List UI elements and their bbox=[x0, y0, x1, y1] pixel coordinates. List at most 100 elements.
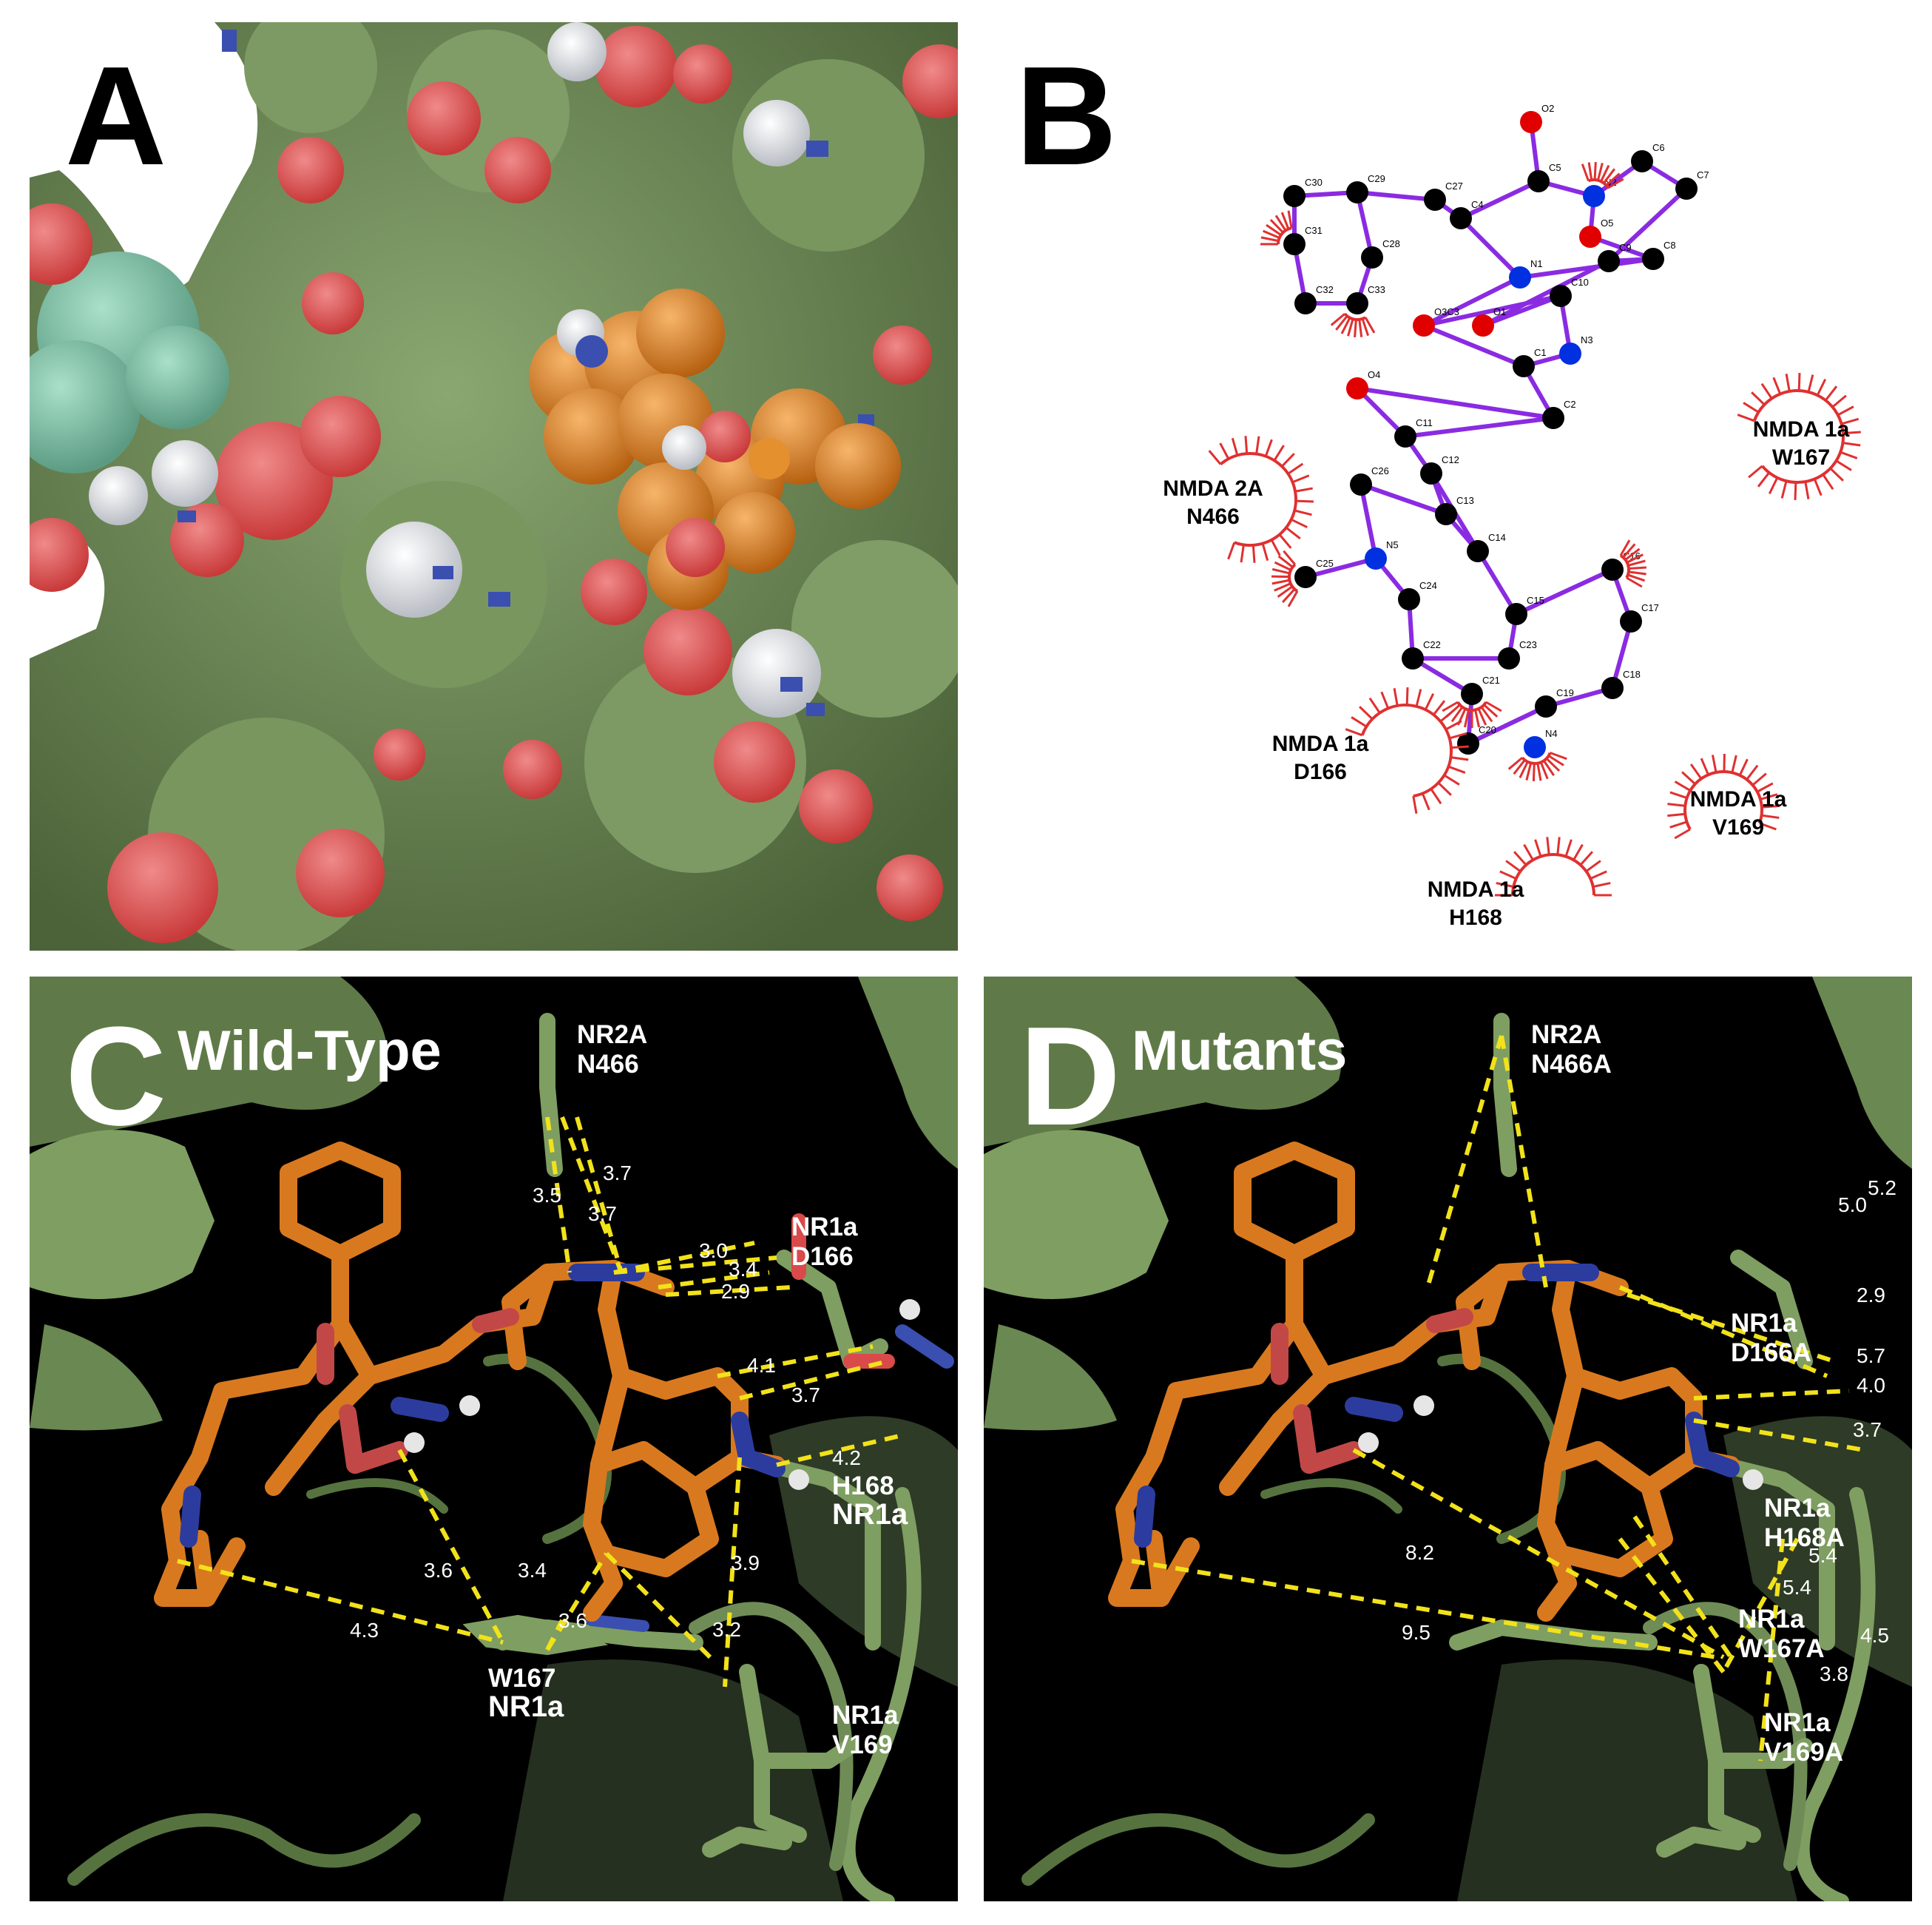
bond bbox=[1545, 686, 1613, 709]
distance-label: 4.2 bbox=[832, 1446, 861, 1469]
distance-label: 2.9 bbox=[721, 1280, 750, 1303]
ligand-bond bbox=[1426, 1308, 1473, 1333]
hydrogen-atom bbox=[1358, 1432, 1379, 1453]
ligand-bond bbox=[1345, 1397, 1403, 1422]
distance-label: 5.4 bbox=[1783, 1576, 1811, 1599]
distance-line bbox=[1721, 1537, 1800, 1673]
atom-label: C32 bbox=[1316, 284, 1334, 295]
residue-label: NR1a bbox=[832, 1498, 908, 1531]
residue-label: NMDA 1a bbox=[1428, 877, 1524, 902]
bond bbox=[1467, 704, 1547, 746]
ribbon bbox=[67, 1813, 421, 1886]
residue-stick bbox=[739, 1664, 807, 1843]
atom-c2 bbox=[1542, 407, 1564, 429]
atom-label: C24 bbox=[1419, 580, 1437, 591]
hydrogen-atom bbox=[1743, 1469, 1763, 1490]
distance-line bbox=[545, 1552, 609, 1651]
residue-label: D166A bbox=[1731, 1338, 1811, 1367]
residue-label: H168A bbox=[1764, 1523, 1845, 1552]
helix-top bbox=[30, 977, 388, 1147]
distance-line bbox=[739, 1359, 888, 1400]
bond bbox=[1610, 621, 1633, 689]
atom-c5 bbox=[1527, 170, 1550, 192]
residue-label: NR2A bbox=[577, 1020, 647, 1049]
residue-label: N466A bbox=[1531, 1050, 1612, 1079]
residue-label: W167A bbox=[1738, 1634, 1825, 1663]
dark-helix-bottom bbox=[1457, 1659, 1797, 1901]
residue-label: D166 bbox=[791, 1242, 854, 1271]
ligand-bond bbox=[391, 1397, 449, 1422]
residue-stick bbox=[895, 1324, 954, 1369]
ligand-bond bbox=[1456, 1264, 1510, 1370]
atom-o5 bbox=[1579, 226, 1601, 248]
bond bbox=[1357, 190, 1436, 202]
atom-c18 bbox=[1601, 677, 1624, 699]
residue-label: NMDA 1a bbox=[1690, 787, 1787, 812]
distance-label: 3.8 bbox=[1820, 1662, 1848, 1685]
atom-label: C21 bbox=[1482, 675, 1500, 686]
panel-b-ligplot: O2C5C6C7C30C29C27N2O5C31C28C4N1C9C8C32C3… bbox=[969, 22, 1923, 951]
atom-label: C31 bbox=[1305, 225, 1323, 236]
distance-line bbox=[1693, 1418, 1865, 1452]
contact-hairs bbox=[1507, 752, 1567, 782]
ligand-spacefill bbox=[529, 289, 901, 610]
atom-c33 bbox=[1346, 292, 1368, 314]
bond bbox=[1423, 294, 1561, 328]
distance-line bbox=[1499, 1035, 1548, 1288]
ribbon bbox=[689, 1602, 854, 1871]
residue-stick bbox=[1693, 1664, 1761, 1843]
ribbon bbox=[840, 1487, 922, 1901]
ligand-bond bbox=[265, 1315, 379, 1496]
helix-left bbox=[984, 1130, 1169, 1299]
residue-stick bbox=[1656, 1827, 1746, 1858]
bond bbox=[1357, 386, 1554, 420]
residue-label: V169 bbox=[1712, 815, 1764, 840]
ligand-atoms: O2C5C6C7C30C29C27N2O5C31C28C4N1C9C8C32C3… bbox=[1283, 103, 1709, 758]
distance-line bbox=[1758, 1538, 1785, 1762]
atom-label: C33 bbox=[1368, 284, 1385, 295]
atom-label: O2 bbox=[1541, 103, 1554, 114]
atom-label: N4 bbox=[1545, 728, 1558, 739]
atom-label: N1 bbox=[1530, 258, 1543, 269]
residue-label: W167 bbox=[488, 1664, 555, 1693]
panel-b-letter: B bbox=[1016, 38, 1118, 195]
atom-n4 bbox=[1524, 736, 1546, 758]
hydrogen-atom bbox=[404, 1432, 425, 1453]
atom-c24 bbox=[1398, 588, 1420, 610]
atom-label: C26 bbox=[1371, 465, 1389, 476]
atom-label: C4 bbox=[1471, 199, 1484, 210]
ligand-bond bbox=[1145, 1530, 1170, 1607]
residue-label: NR1a bbox=[1738, 1605, 1805, 1634]
ligand-bond bbox=[280, 1142, 401, 1263]
surface-render bbox=[30, 22, 958, 951]
atom-label: C13 bbox=[1456, 495, 1474, 506]
atom-c4 bbox=[1450, 207, 1472, 229]
contact-hairs bbox=[1330, 312, 1376, 337]
contact-hairs bbox=[1271, 550, 1299, 607]
distance-line bbox=[613, 1255, 777, 1275]
ligand-bond bbox=[1234, 1142, 1355, 1263]
distance-line bbox=[560, 1116, 624, 1274]
ribbon bbox=[306, 1478, 448, 1514]
atom-c31 bbox=[1283, 233, 1306, 255]
atom-label: C12 bbox=[1442, 454, 1459, 465]
panel-d-letter: D bbox=[1019, 998, 1121, 1155]
atom-c10 bbox=[1550, 285, 1572, 307]
atom-c7 bbox=[1675, 178, 1698, 200]
distance-label: 3.6 bbox=[558, 1609, 587, 1632]
distance-line bbox=[1131, 1559, 1717, 1659]
bond bbox=[1459, 216, 1522, 280]
ligand-bond bbox=[1300, 1441, 1362, 1474]
atom-label: C2 bbox=[1564, 399, 1576, 410]
atom-label: C5 bbox=[1549, 162, 1561, 173]
distance-line bbox=[1425, 1035, 1504, 1288]
residue-arc bbox=[1345, 687, 1469, 814]
distance-label: 5.7 bbox=[1857, 1344, 1885, 1367]
residue-label: NMDA 1a bbox=[1753, 417, 1850, 442]
atom-c17 bbox=[1620, 610, 1642, 633]
atom-label: C17 bbox=[1641, 602, 1659, 613]
atom-c28 bbox=[1361, 246, 1383, 269]
distance-label: 3.0 bbox=[699, 1239, 728, 1262]
bond bbox=[1405, 416, 1554, 439]
